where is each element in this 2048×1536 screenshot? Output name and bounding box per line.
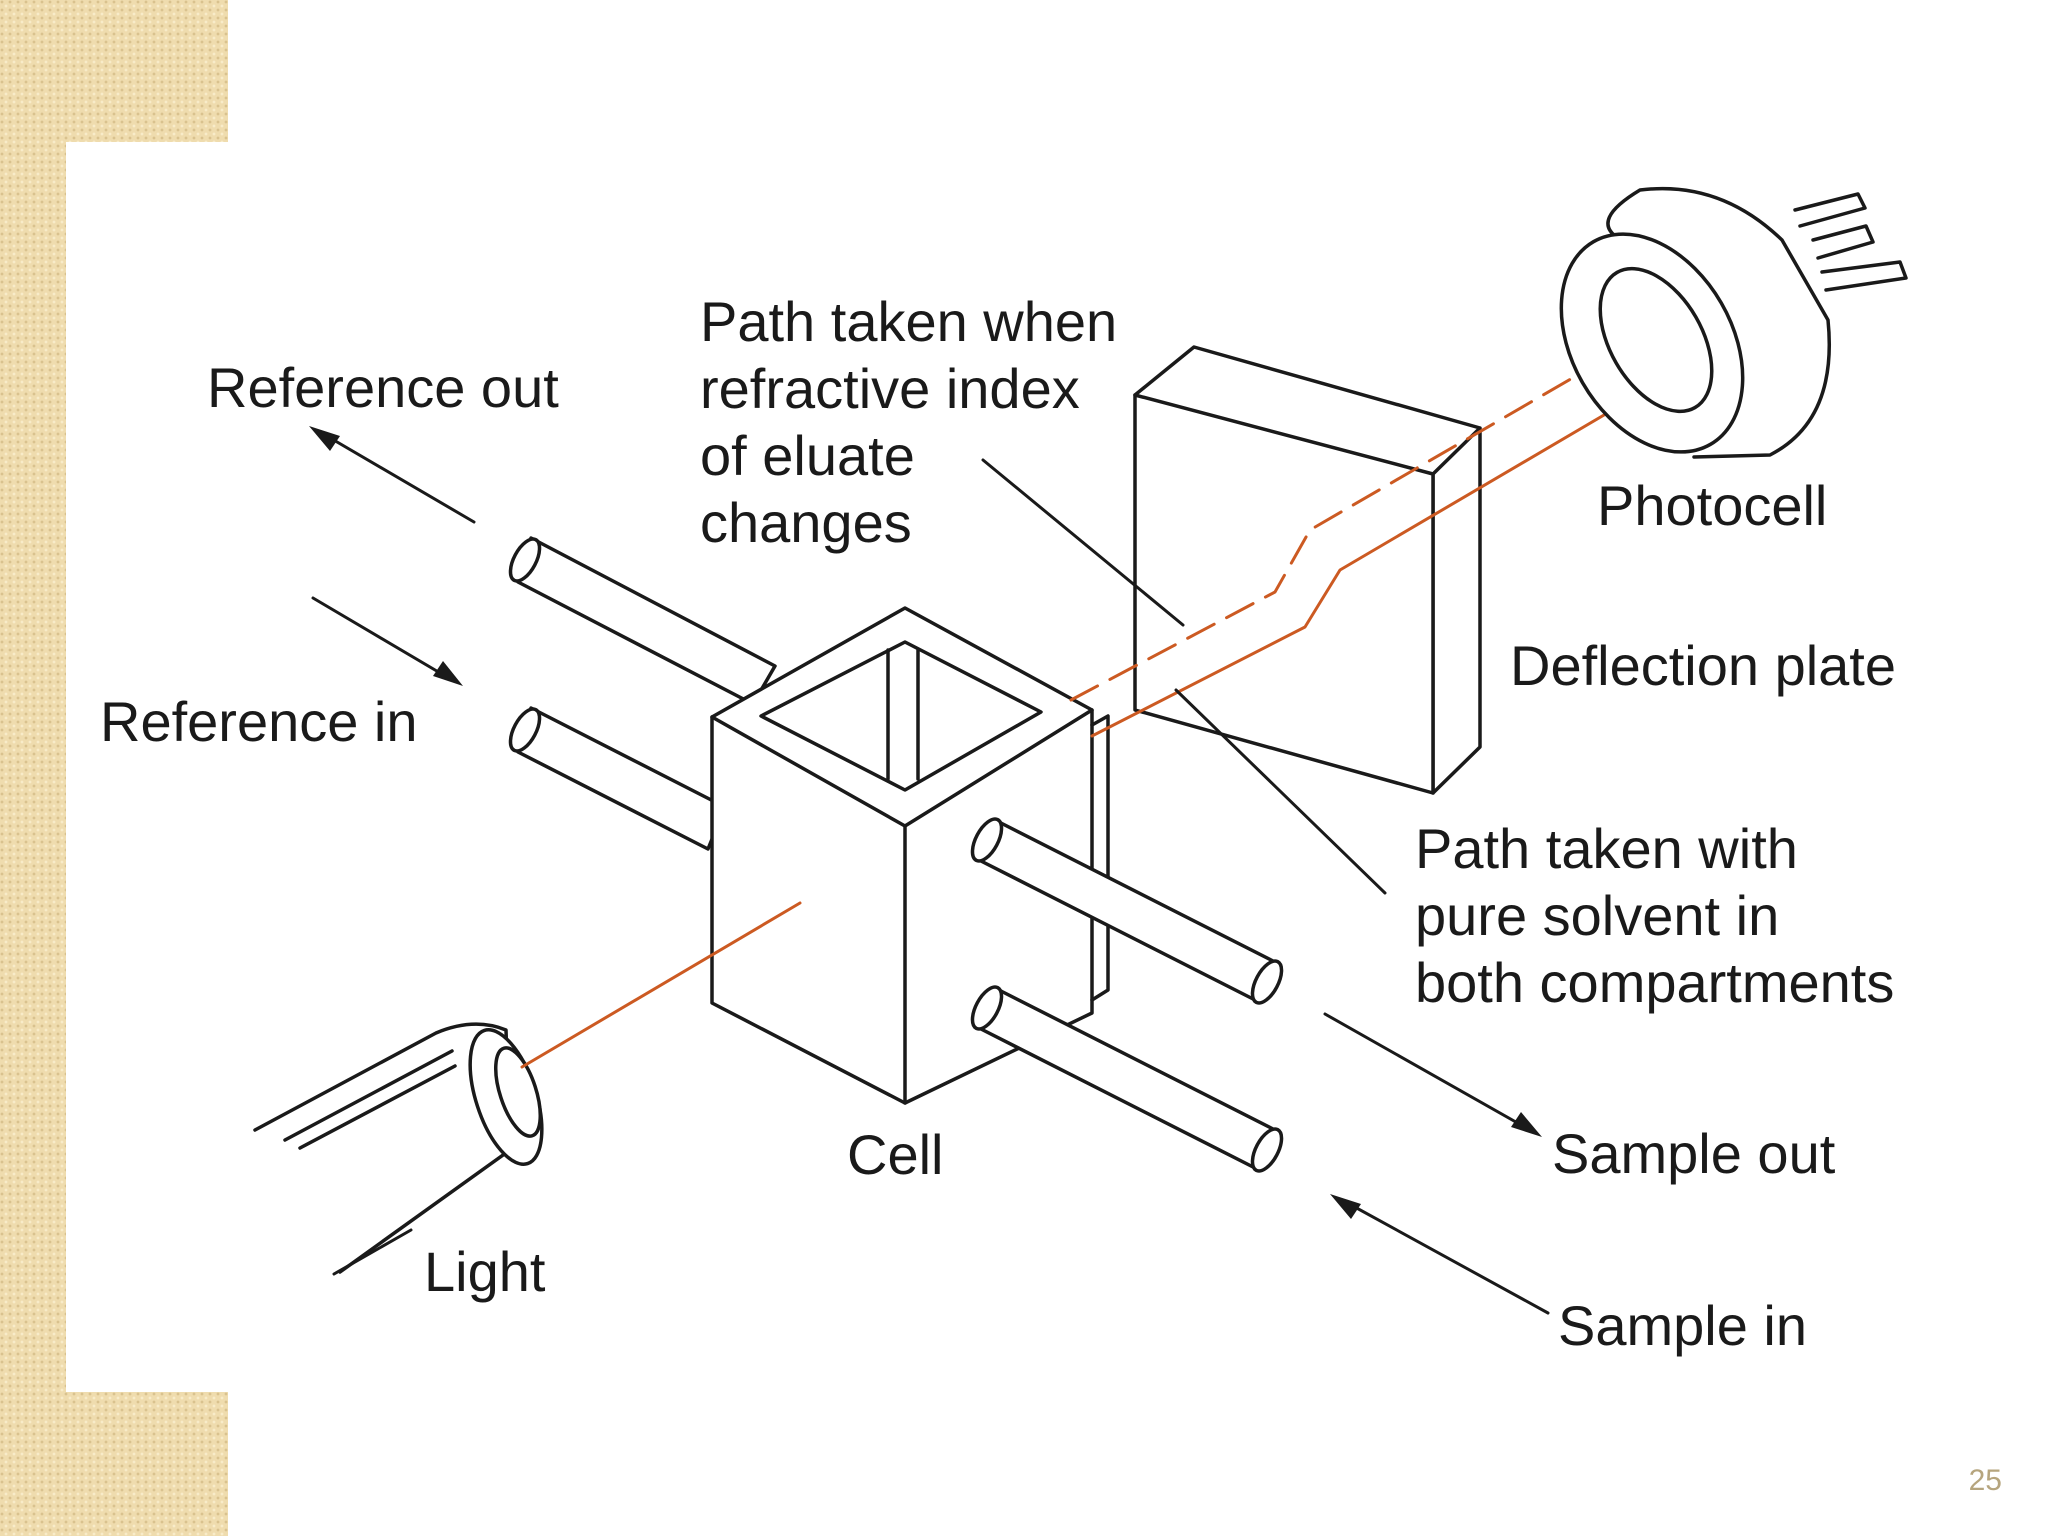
arrow-reference-out (309, 426, 476, 524)
label-path-pure-solvent: Path taken with pure solvent in both com… (1415, 817, 1895, 1014)
label-light: Light (424, 1240, 546, 1303)
deflection-plate (1133, 345, 1482, 795)
sample-in-tube (970, 985, 1284, 1173)
photocell-icon (1559, 186, 1908, 459)
label-deflection-plate: Deflection plate (1510, 634, 1897, 697)
label-reference-in: Reference in (100, 690, 418, 753)
arrow-sample-in (1330, 1194, 1550, 1315)
sample-out-tube (970, 817, 1284, 1005)
arrow-reference-in (311, 596, 463, 686)
label-sample-out: Sample out (1552, 1122, 1836, 1185)
light-source (253, 1022, 544, 1274)
reference-out-tube (508, 536, 777, 706)
label-cell: Cell (847, 1123, 944, 1186)
beam-path-refractive-change (1069, 334, 1647, 702)
beam-path-pure-solvent (1090, 376, 1669, 738)
leader-path-changed (981, 458, 1185, 627)
slide-number: 25 (1968, 1464, 2002, 1497)
label-path-refractive-change: Path taken when refractive index of elua… (700, 290, 1118, 554)
label-photocell: Photocell (1597, 474, 1828, 537)
light-beam-in (520, 901, 802, 1069)
reference-in-tube (508, 706, 727, 851)
label-reference-out: Reference out (207, 356, 559, 419)
leader-light (332, 1228, 413, 1276)
leader-path-pure (1174, 688, 1387, 895)
label-sample-in: Sample in (1558, 1294, 1808, 1357)
arrow-sample-out (1323, 1012, 1542, 1137)
cell-icon (710, 606, 1110, 1105)
